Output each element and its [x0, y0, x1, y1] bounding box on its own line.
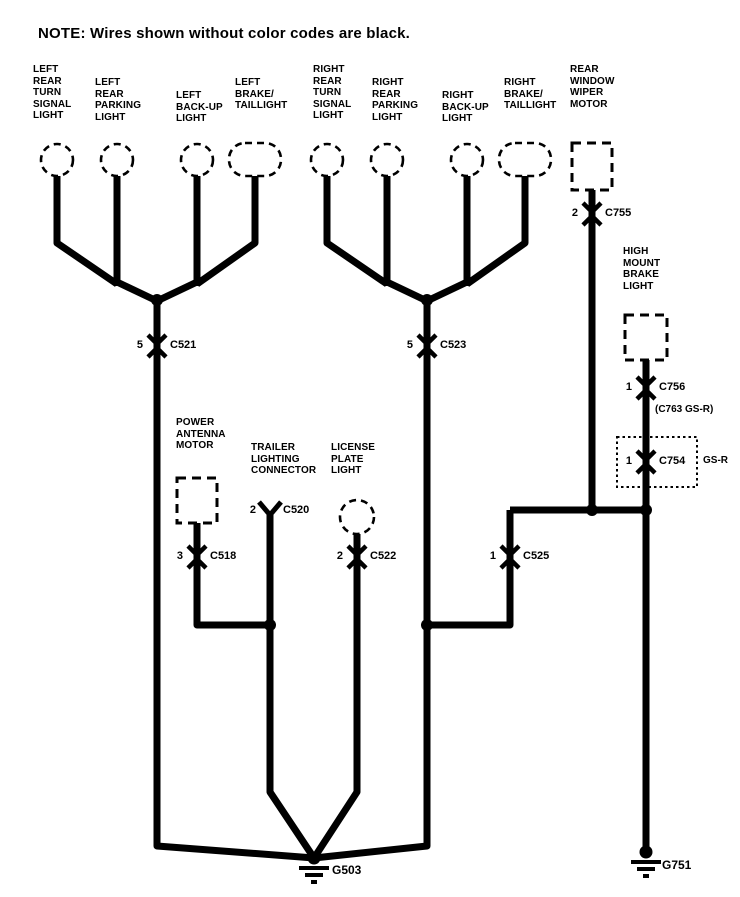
power-antenna-motor-symbol [175, 476, 219, 525]
connector-c521-pin: 5 [136, 339, 143, 351]
wire-right-pair-merge [385, 278, 429, 305]
ground-g503-dot [307, 851, 321, 865]
label-right-rear-turn-signal-light: RIGHT REAR TURN SIGNAL LIGHT [313, 64, 352, 121]
left-brake-taillight-symbol [227, 141, 283, 178]
connector-c520-icon [257, 500, 283, 519]
connector-c525-icon-lower [499, 555, 521, 570]
label-left-rear-parking-light: LEFT REAR PARKING LIGHT [95, 77, 142, 123]
connector-c525-pin: 1 [489, 550, 496, 562]
ground-g751-label: G751 [662, 858, 692, 872]
connector-c521-icon-lower [146, 344, 168, 359]
wire-left-main-to-g503 [153, 298, 315, 862]
label-right-brake-taillight: RIGHT BRAKE/ TAILLIGHT [504, 77, 557, 111]
label-left-backup-light: LEFT BACK-UP LIGHT [176, 90, 223, 124]
rear-window-wiper-motor-symbol [570, 141, 614, 192]
ground-g503-icon [299, 851, 329, 884]
wire-right-main-to-g503 [313, 298, 431, 862]
annotation-gsr-tag: GS-R [703, 455, 728, 466]
right-backup-light-symbol [449, 142, 485, 178]
connector-c522-pin: 2 [336, 550, 343, 562]
connector-c756-icon-lower [635, 386, 657, 401]
annotation-c763-variant: (C763 GS-R) [655, 404, 714, 415]
connector-c754-name: C754 [659, 455, 686, 467]
connector-c756-icon [635, 375, 657, 390]
connector-c523-icon-lower [416, 344, 438, 359]
label-trailer-lighting-connector: TRAILER LIGHTING CONNECTOR [251, 442, 317, 476]
junction-dot-left-group [151, 294, 163, 306]
ground-g503-label: G503 [332, 863, 362, 877]
connector-c518-icon-lower [186, 555, 208, 570]
wire-license-plate [311, 534, 361, 860]
connector-c754-icon [635, 449, 657, 464]
connector-c756-pin: 1 [625, 381, 632, 393]
label-left-rear-turn-signal-light: LEFT REAR TURN SIGNAL LIGHT [33, 64, 72, 121]
connector-c522-name: C522 [370, 550, 397, 562]
connector-c755-icon-lower [581, 212, 603, 227]
connector-c520-pin: 2 [249, 504, 256, 516]
motor-symbols [175, 141, 669, 525]
left-rear-turn-signal-light-symbol [39, 142, 75, 178]
junction-dot-c525-branch [421, 619, 433, 631]
wire-trailer-connector [266, 515, 317, 860]
left-rear-parking-light-symbol [99, 142, 135, 178]
connector-c518-pin: 3 [176, 550, 183, 562]
wire-left-pair-merge [115, 278, 159, 305]
connector-c522-icon [346, 544, 368, 559]
right-rear-parking-light-symbol [369, 142, 405, 178]
wire-left-inner-merge [155, 278, 199, 305]
wire-power-antenna [193, 523, 270, 629]
connector-c521-name: C521 [170, 339, 197, 351]
connector-c754-icon-lower [635, 460, 657, 475]
connector-c754-pin: 1 [625, 455, 632, 467]
wire-c525-branch [427, 510, 514, 629]
connector-c518-name: C518 [210, 550, 237, 562]
label-power-antenna-motor: POWER ANTENNA MOTOR [176, 417, 226, 451]
connector-c755-pin: 2 [571, 207, 578, 219]
wire-right-inner-merge [425, 278, 469, 305]
connector-symbols [146, 201, 657, 570]
wire-right-turn-signal [323, 176, 389, 287]
junction-dot-right-group [421, 294, 433, 306]
ground-g751-icon [631, 845, 661, 878]
connector-c520-name: C520 [283, 504, 310, 516]
component-symbols [39, 141, 553, 536]
junction-dot-high-mount [640, 504, 652, 516]
right-rear-turn-signal-light-symbol [309, 142, 345, 178]
ground-g503-bars [299, 866, 329, 884]
label-rear-window-wiper-motor: REAR WINDOW WIPER MOTOR [570, 64, 615, 110]
connector-c756-name: C756 [659, 381, 686, 393]
junction-dot-antenna-trailer [264, 619, 276, 631]
junction-dots [151, 294, 652, 631]
wire-left-brake-taillight [194, 176, 259, 287]
note-text: NOTE: Wires shown without color codes ar… [38, 25, 411, 42]
connector-c522-icon-lower [346, 555, 368, 570]
label-license-plate-light: LICENSE PLATE LIGHT [331, 442, 376, 476]
junction-dot-wiper [586, 504, 598, 516]
wire-right-brake-taillight [464, 176, 529, 287]
connector-c521-icon [146, 333, 168, 348]
connector-c755-name: C755 [605, 207, 632, 219]
left-backup-light-symbol [179, 142, 215, 178]
label-right-backup-light: RIGHT BACK-UP LIGHT [442, 90, 489, 124]
license-plate-light-symbol [338, 498, 376, 536]
wire-left-turn-signal [53, 176, 119, 287]
ground-g751-dot [639, 845, 653, 859]
connector-c525-icon [499, 544, 521, 559]
label-left-brake-taillight: LEFT BRAKE/ TAILLIGHT [235, 77, 288, 111]
connector-c523-name: C523 [440, 339, 467, 351]
label-high-mount-brake-light: HIGH MOUNT BRAKE LIGHT [623, 246, 661, 292]
wires [53, 176, 650, 862]
right-brake-taillight-symbol [497, 141, 553, 178]
connector-c523-pin: 5 [406, 339, 413, 351]
connector-c518-icon [186, 544, 208, 559]
ground-g751-bars [631, 860, 661, 878]
gsr-variant-box [616, 436, 698, 488]
connector-c755-icon [581, 201, 603, 216]
connector-c525-name: C525 [523, 550, 550, 562]
high-mount-brake-light-symbol [623, 313, 669, 362]
label-right-rear-parking-light: RIGHT REAR PARKING LIGHT [372, 77, 419, 123]
connector-c523-icon [416, 333, 438, 348]
